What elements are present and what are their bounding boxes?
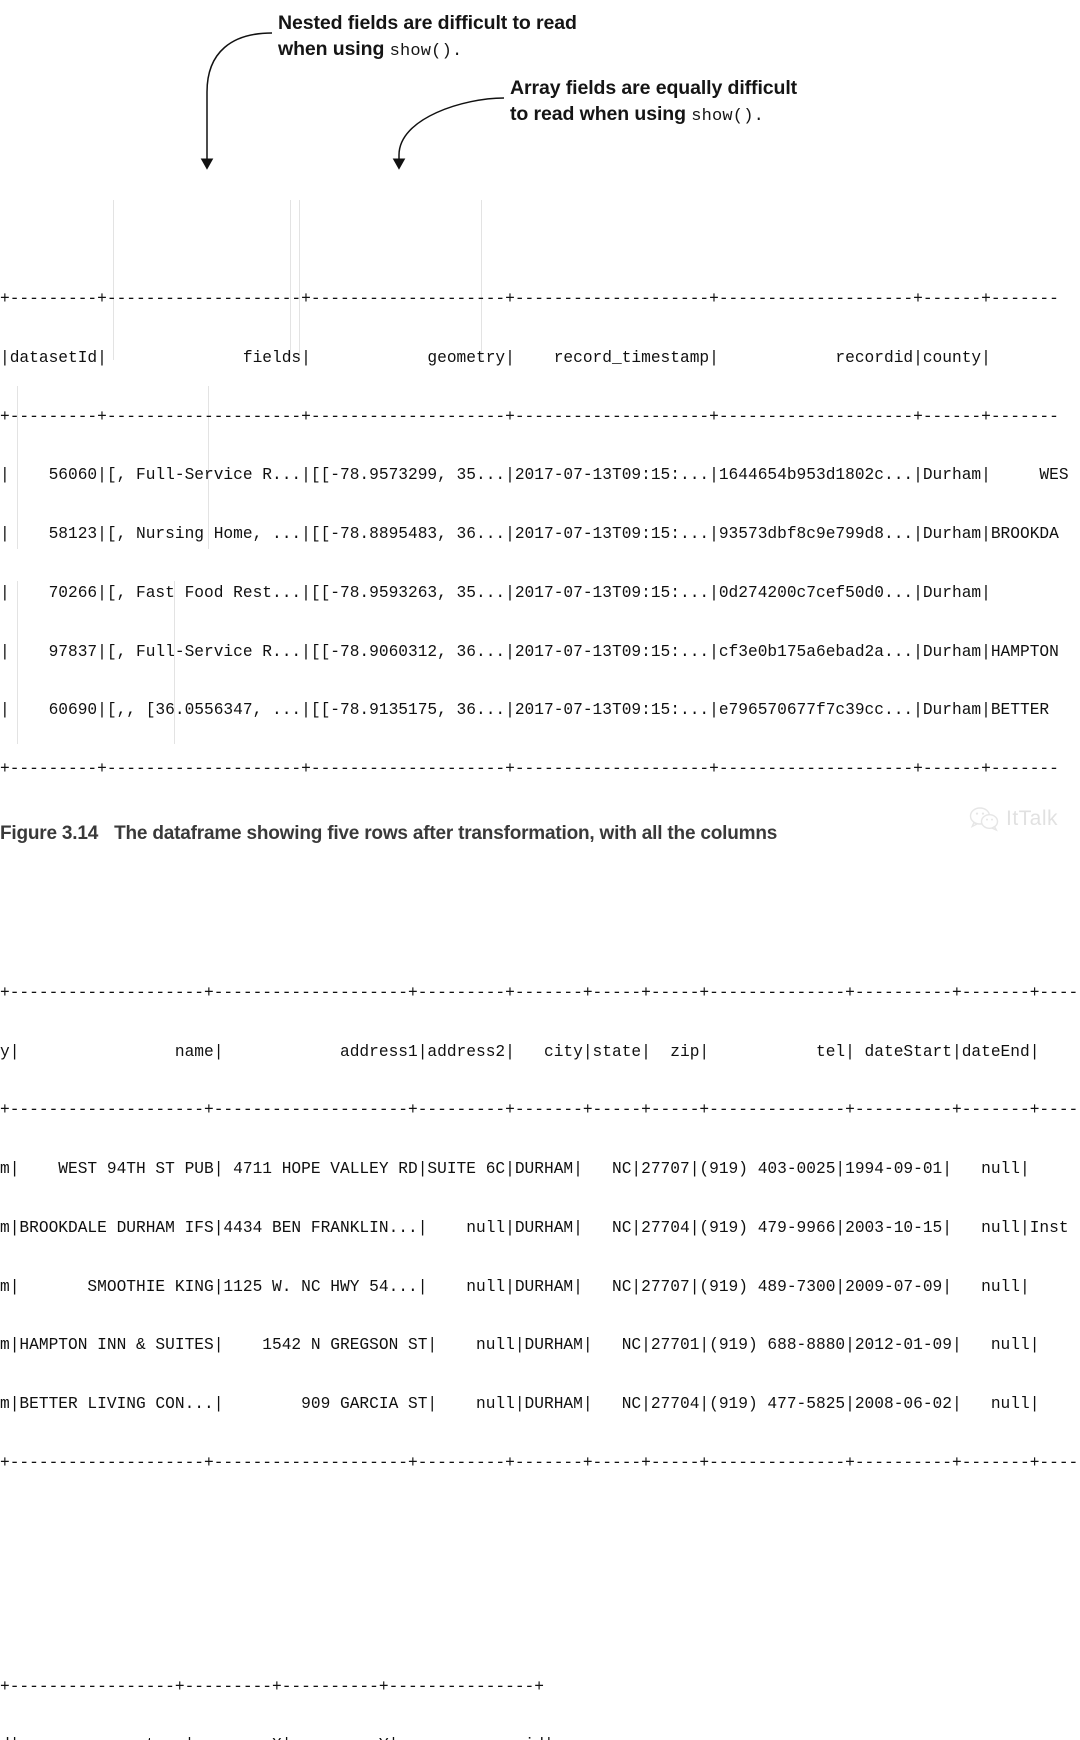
- callout-array-line1: Array fields are equally difficult: [510, 77, 798, 99]
- dataframe-show-output: +---------+--------------------+--------…: [0, 192, 1080, 1740]
- figure-number: Figure 3.14: [0, 823, 99, 844]
- table-rule-top: +---------+--------------------+--------…: [0, 289, 1059, 308]
- table-row: | 56060|[, Full-Service R...|[[-78.95732…: [0, 466, 1069, 485]
- callout-array-line2-code: show().: [691, 107, 765, 126]
- table-row: m|BETTER LIVING CON...| 909 GARCIA ST| n…: [0, 1395, 1040, 1414]
- table-rule-top: +--------------------+------------------…: [0, 983, 1079, 1002]
- callout-array-fields: Array fields are equally difficult to re…: [510, 75, 797, 130]
- callout-nested-line1: Nested fields are difficult to read: [278, 12, 577, 34]
- dataframe-block-1: +---------+--------------------+--------…: [0, 251, 1080, 819]
- table-header-row: |datasetId| fields| geometry| record_tim…: [0, 348, 991, 367]
- table-row: | 70266|[, Fast Food Rest...|[[-78.95932…: [0, 583, 991, 602]
- table-row: m| SMOOTHIE KING|1125 W. NC HWY 54...| n…: [0, 1277, 1030, 1296]
- table-header-row: y| name| address1|address2| city|state| …: [0, 1042, 1040, 1061]
- figure-caption: Figure 3.14 The dataframe showing five ro…: [0, 823, 777, 845]
- table-row: | 58123|[, Nursing Home, ...|[[-78.88954…: [0, 525, 1059, 544]
- dataframe-block-3: +-----------------+---------+----------+…: [0, 1638, 1080, 1740]
- block-spacer: [0, 878, 1080, 886]
- table-row: m| WEST 94TH ST PUB| 4711 HOPE VALLEY RD…: [0, 1160, 1030, 1179]
- arrow-to-geometry-column: [392, 97, 505, 170]
- arrow-to-fields-column: [200, 32, 273, 170]
- watermark: ItTalk: [969, 806, 1058, 832]
- table-rule-mid: +---------+--------------------+--------…: [0, 407, 1059, 426]
- table-rule-mid: +--------------------+------------------…: [0, 1101, 1079, 1120]
- table-rule-bottom: +---------+--------------------+--------…: [0, 760, 1059, 779]
- callout-nested-fields: Nested fields are difficult to read when…: [278, 10, 577, 65]
- table-row: | 97837|[, Full-Service R...|[[-78.90603…: [0, 642, 1059, 661]
- table-row: m|BROOKDALE DURHAM IFS|4434 BEN FRANKLIN…: [0, 1218, 1069, 1237]
- callout-nested-line2-prefix: when using: [278, 38, 390, 60]
- figure-caption-text: The dataframe showing five rows after tr…: [114, 823, 778, 844]
- table-row: | 60690|[,, [36.0556347, ...|[[-78.91351…: [0, 701, 1050, 720]
- block-spacer: [0, 1572, 1080, 1580]
- table-row: m|HAMPTON INN & SUITES| 1542 N GREGSON S…: [0, 1336, 1040, 1355]
- dataframe-block-2: +--------------------+------------------…: [0, 945, 1080, 1513]
- callout-nested-line2-code: show().: [389, 42, 463, 61]
- table-header-row: d| type| geoX| geoY| id|: [0, 1736, 1080, 1740]
- callout-array-line2-prefix: to read when using: [510, 103, 692, 125]
- table-rule-bottom: +--------------------+------------------…: [0, 1454, 1079, 1472]
- wechat-icon: [969, 807, 999, 832]
- table-rule-top: +-----------------+---------+----------+…: [0, 1677, 544, 1696]
- watermark-label: ItTalk: [1005, 807, 1058, 830]
